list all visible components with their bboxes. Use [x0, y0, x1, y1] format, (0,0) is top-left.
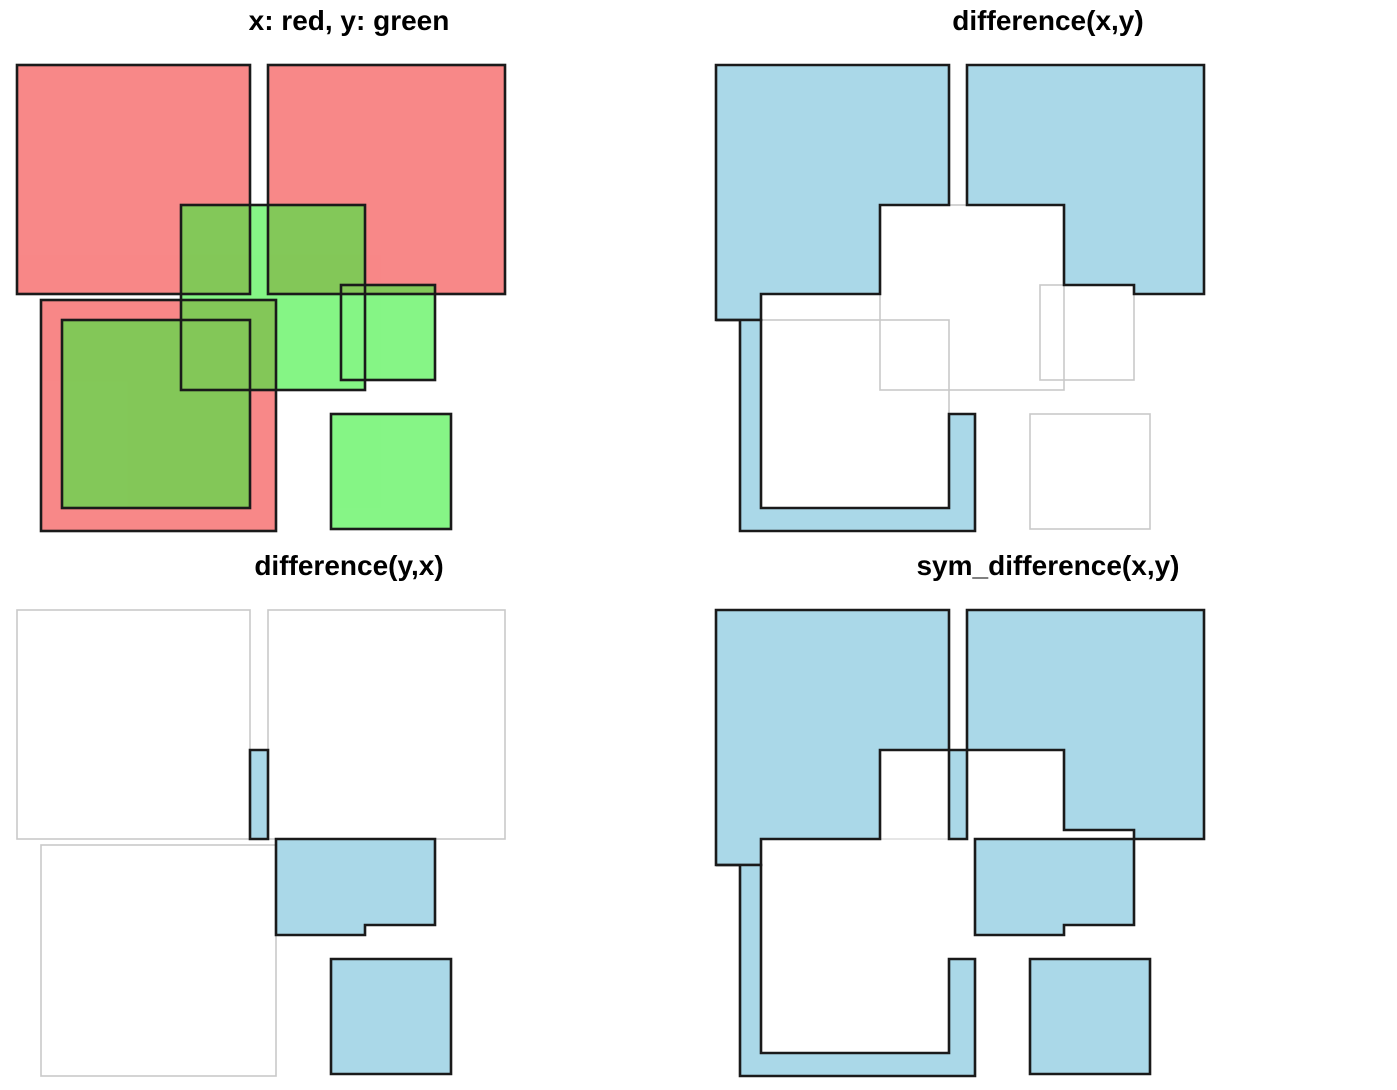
panel-title: x: red, y: green [248, 5, 450, 36]
ghost-x-square-1 [16, 609, 251, 840]
result-piece-4 [947, 748, 969, 841]
y-square-4-outline [329, 412, 453, 531]
ghost-x-square-3 [40, 844, 277, 1077]
result-piece-2 [274, 837, 437, 937]
panel-difference-x-y: difference(x,y) [699, 0, 1397, 545]
y-square-4 [331, 414, 451, 529]
set-y-green-shapes [62, 205, 451, 529]
panel-sym-difference-x-y: sym_difference(x,y) [699, 545, 1397, 1090]
result-piece-3 [716, 863, 977, 1078]
result-difference-x-y [714, 63, 1206, 533]
result-piece-5 [973, 837, 1136, 937]
plot-area [699, 44, 1397, 544]
plot-area [0, 589, 698, 1089]
plot-area [699, 589, 1397, 1089]
panel-x-red-y-green: x: red, y: green [0, 0, 698, 545]
plot-area [0, 44, 698, 544]
result-difference-y-x [248, 748, 453, 1076]
y-square-2-outline [339, 283, 437, 382]
ghost-y-square-3 [760, 319, 950, 509]
shape-outlines [15, 63, 507, 533]
y-square-1-outline [179, 203, 367, 392]
result-piece-1 [248, 748, 270, 841]
x-square-2-outline [266, 63, 507, 296]
ghost-y-square-2 [1039, 284, 1135, 381]
ghost-y-square-4 [1029, 413, 1151, 530]
result-piece-1 [714, 63, 951, 322]
x-square-1-outline [15, 63, 252, 296]
result-piece-2 [965, 608, 1206, 841]
result-piece-3 [329, 957, 453, 1076]
result-piece-6 [1028, 957, 1152, 1076]
result-sym-difference [714, 608, 1206, 1078]
y-square-2 [341, 285, 435, 380]
result-piece-2 [965, 63, 1206, 296]
result-piece-3 [716, 318, 977, 533]
panel-title: sym_difference(x,y) [916, 550, 1180, 581]
result-piece-1 [714, 608, 951, 867]
x-square-3-outline [39, 298, 278, 533]
y-square-3-outline [60, 318, 252, 510]
ghost-y-square-1 [879, 204, 1065, 391]
panel-difference-y-x: difference(y,x) [0, 545, 698, 1090]
y-square-3 [62, 320, 250, 508]
panel-title: difference(y,x) [254, 550, 444, 581]
panel-title: difference(x,y) [952, 5, 1144, 36]
ghost-x-square-2 [267, 609, 506, 840]
